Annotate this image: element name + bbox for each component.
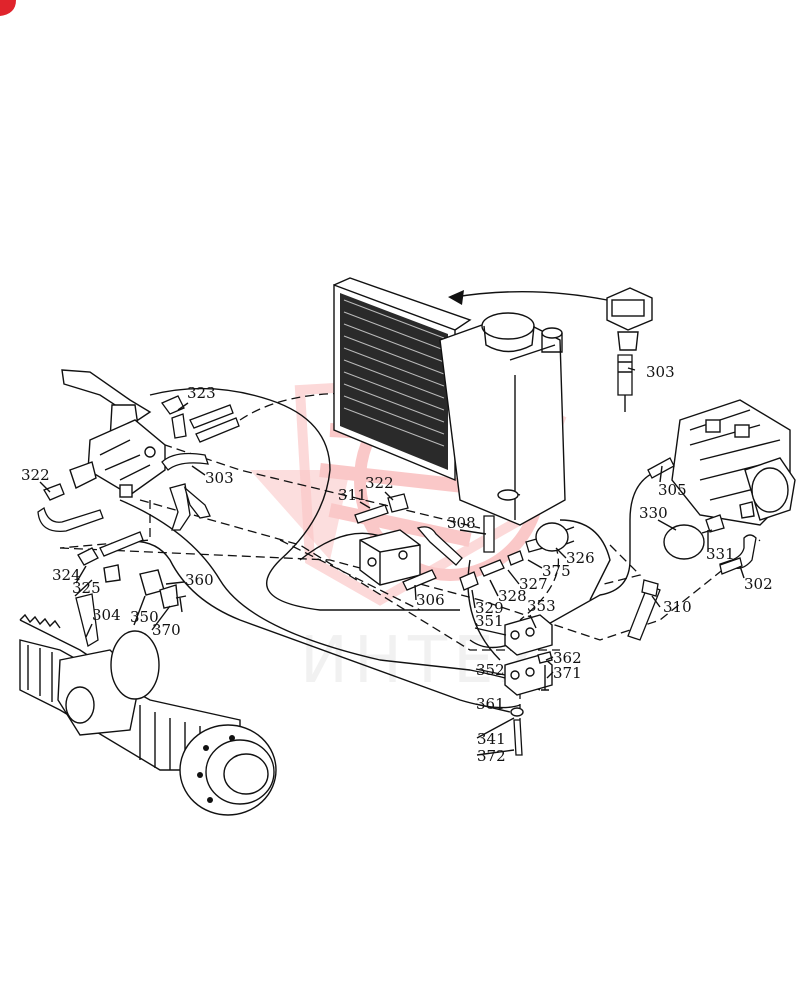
pump-accumulator — [663, 524, 713, 560]
hydraulic-pump-assembly — [647, 399, 796, 575]
part-number-310: 310 — [663, 598, 692, 616]
part-number-324: 324 — [52, 566, 81, 584]
part-number-327: 327 — [519, 575, 548, 593]
part-number-326: 326 — [566, 549, 595, 567]
part-number-322: 322 — [21, 466, 50, 484]
part-number-328: 328 — [498, 587, 527, 605]
control-block-assembly — [354, 493, 544, 591]
part-number-303: 303 — [205, 469, 234, 487]
bracket-parts-left — [75, 531, 187, 648]
part-number-303: 303 — [646, 363, 675, 381]
part-number-361: 361 — [476, 695, 505, 713]
part-number-351: 351 — [475, 612, 504, 630]
part-number-311: 311 — [338, 486, 367, 504]
steering-valve-assembly — [61, 369, 166, 498]
part-number-371: 371 — [553, 664, 582, 682]
part-number-353: 353 — [527, 597, 556, 615]
part-number-362: 362 — [553, 649, 582, 667]
radiator-and-oil-tank — [333, 277, 566, 526]
pressure-hose — [627, 579, 661, 641]
part-number-360: 360 — [185, 571, 214, 589]
part-number-308: 308 — [447, 514, 476, 532]
hose-clamp-blocks — [504, 614, 553, 756]
valve-fittings — [37, 395, 240, 533]
leader-lines — [39, 367, 745, 756]
reference-arrow — [448, 290, 608, 305]
part-number-331: 331 — [706, 545, 735, 563]
accumulator — [535, 522, 575, 552]
part-number-304: 304 — [92, 606, 121, 624]
part-number-329: 329 — [475, 599, 504, 617]
part-number-370: 370 — [152, 621, 181, 639]
part-number-322: 322 — [365, 474, 394, 492]
part-number-302: 302 — [744, 575, 773, 593]
part-number-325: 325 — [72, 579, 101, 597]
part-number-305: 305 — [658, 481, 687, 499]
part-number-341: 341 — [477, 730, 506, 748]
part-number-350: 350 — [130, 608, 159, 626]
part-number-375: 375 — [542, 562, 571, 580]
part-number-330: 330 — [639, 504, 668, 522]
corner-logo-badge — [0, 0, 16, 16]
part-number-352: 352 — [476, 661, 505, 679]
radiator-core — [340, 293, 448, 470]
part-number-323: 323 — [187, 384, 216, 402]
part-number-372: 372 — [477, 747, 506, 765]
part-number-306: 306 — [416, 591, 445, 609]
drive-axle-assembly — [19, 613, 277, 816]
filter-head-assembly — [606, 287, 653, 412]
